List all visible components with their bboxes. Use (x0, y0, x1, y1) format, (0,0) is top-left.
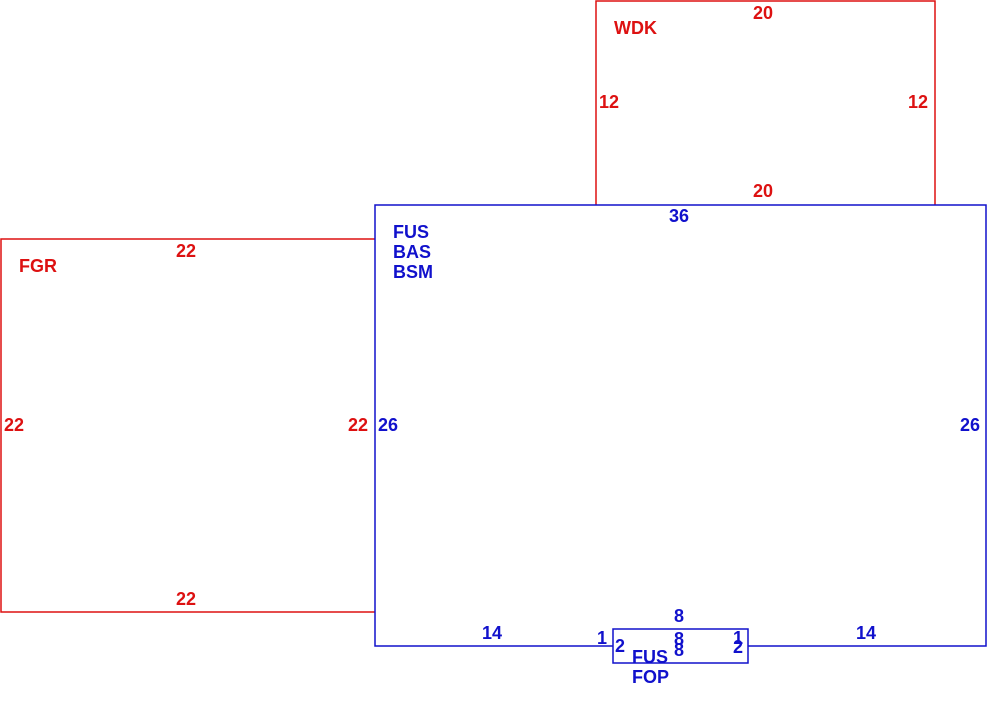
porch-text: 8 8 8 1 2 1 2 FUS FOP (597, 606, 743, 687)
main-outline (374, 204, 987, 647)
main-text: FUS BAS BSM 36 26 26 14 14 (378, 206, 980, 643)
porch-dim-left-outer: 1 (597, 628, 607, 648)
porch-dim-right-inner: 2 (733, 637, 743, 657)
porch-dim-bottom-inner: 8 (674, 640, 684, 660)
main-label-bas: BAS (393, 242, 431, 262)
wdk-dim-left: 12 (599, 92, 619, 112)
porch-label-fus: FUS (632, 647, 668, 667)
wdk-outline (595, 0, 936, 205)
main-label-bsm: BSM (393, 262, 433, 282)
area-porch (612, 628, 749, 664)
porch-label-fop: FOP (632, 667, 669, 687)
wdk-dim-right: 12 (908, 92, 928, 112)
fgr-label: FGR (19, 256, 57, 276)
wdk-dim-bottom: 20 (753, 181, 773, 201)
porch-dim-right-outer: 1 (733, 628, 743, 648)
main-dim-top: 36 (669, 206, 689, 226)
fgr-dim-bottom: 22 (176, 589, 196, 609)
fgr-text: FGR 22 22 22 22 (4, 241, 368, 609)
fgr-dim-top: 22 (176, 241, 196, 261)
main-dim-left: 26 (378, 415, 398, 435)
main-dim-bottom-right: 14 (856, 623, 876, 643)
area-main (374, 204, 987, 647)
main-label-fus: FUS (393, 222, 429, 242)
wdk-text: WDK 20 20 12 12 (599, 3, 928, 201)
area-wdk (595, 0, 936, 205)
porch-outline (612, 628, 749, 646)
porch-dim-top: 8 (674, 606, 684, 626)
main-dim-right: 26 (960, 415, 980, 435)
fgr-outline (0, 238, 375, 613)
area-fgr (0, 238, 375, 613)
fgr-dim-left: 22 (4, 415, 24, 435)
fgr-dim-right: 22 (348, 415, 368, 435)
wdk-label: WDK (614, 18, 657, 38)
wdk-dim-top: 20 (753, 3, 773, 23)
main-dim-bottom-left: 14 (482, 623, 502, 643)
porch-outline-lower (612, 646, 749, 664)
porch-dim-top-inner: 8 (674, 629, 684, 649)
porch-dim-left-inner: 2 (615, 636, 625, 656)
